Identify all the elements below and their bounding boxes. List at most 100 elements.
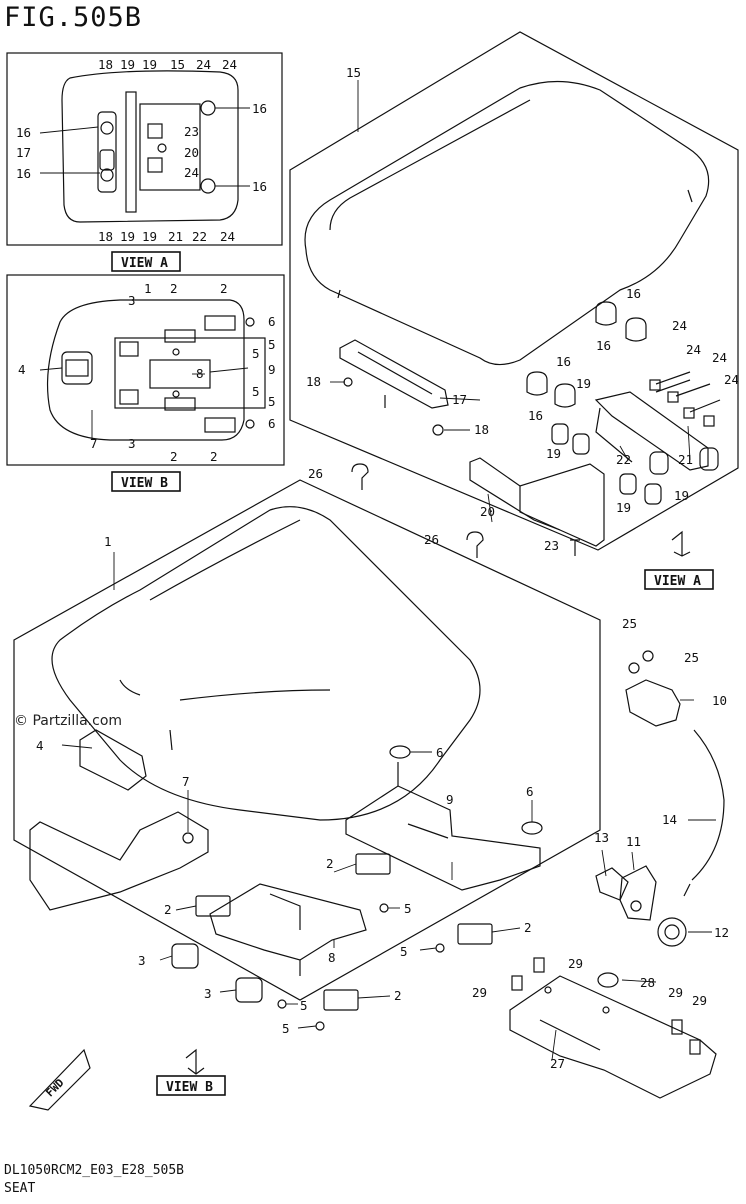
part-label: 6 — [436, 745, 444, 760]
part-label: 16 — [596, 338, 611, 353]
part-label: 11 — [626, 834, 641, 849]
cushions-16 — [526, 301, 647, 408]
part-label: 5 — [300, 998, 308, 1013]
part-label: 19 — [120, 57, 135, 72]
figure-title: FIG.505B — [4, 2, 143, 33]
fwd-arrow — [28, 1048, 91, 1111]
part-label: 24 — [724, 372, 739, 387]
view-a-seat-underside — [61, 70, 239, 223]
view-a-callout-box — [644, 569, 714, 590]
part-label: 26 — [424, 532, 439, 547]
plate-9 — [345, 762, 541, 891]
part-label: 3 — [138, 953, 146, 968]
part-label: 16 — [252, 101, 267, 116]
lock-bracket-10 — [625, 650, 681, 727]
part-label: 2 — [164, 902, 172, 917]
main-seat-cushion — [51, 506, 481, 821]
part-label: 9 — [268, 362, 276, 377]
part-label: 24 — [672, 318, 687, 333]
part-label: 22 — [616, 452, 631, 467]
part-label: 2 — [170, 449, 178, 464]
part-label: 6 — [526, 784, 534, 799]
plate-11 — [619, 865, 657, 921]
part-label: 1 — [104, 534, 112, 549]
part-label: 4 — [36, 738, 44, 753]
part-label: 5 — [400, 944, 408, 959]
part-label: 5 — [252, 384, 260, 399]
part-label: 15 — [170, 57, 185, 72]
part-label: 7 — [90, 436, 98, 451]
part-label: 5 — [282, 1021, 290, 1036]
pillion-seat-bracket-17 — [339, 339, 449, 409]
part-label: 19 — [142, 229, 157, 244]
plate-8 — [209, 883, 367, 976]
part-label: 5 — [268, 337, 276, 352]
bolts-29 — [511, 957, 701, 1055]
part-label: 5 — [404, 901, 412, 916]
view-a-inset-label: VIEW A — [121, 256, 168, 271]
part-label: 18 — [306, 374, 321, 389]
part-label: 8 — [196, 366, 204, 381]
part-label: 29 — [568, 956, 583, 971]
bracket-27 — [509, 975, 717, 1099]
part-label: 5 — [252, 346, 260, 361]
part-label: 4 — [18, 362, 26, 377]
part-label: 25 — [622, 616, 637, 631]
part-label: 24 — [220, 229, 235, 244]
part-label: 6 — [268, 314, 276, 329]
lock-12 — [657, 917, 687, 947]
part-label: 10 — [712, 693, 727, 708]
part-label: 3 — [128, 436, 136, 451]
fastener-26-upper — [351, 463, 369, 490]
part-label: 16 — [16, 166, 31, 181]
part-label: 19 — [674, 488, 689, 503]
bracket-20 — [469, 457, 605, 547]
part-label: 8 — [328, 950, 336, 965]
part-label: 17 — [452, 392, 467, 407]
view-b-inset-label: VIEW B — [121, 476, 168, 491]
part-label: 15 — [346, 65, 361, 80]
bracket-4 — [79, 729, 147, 791]
part-label: 2 — [170, 281, 178, 296]
fwd-label: FWD — [43, 1076, 67, 1100]
part-label: 24 — [222, 57, 237, 72]
part-label: 28 — [640, 975, 655, 990]
part-label: 13 — [594, 830, 609, 845]
screw-23 — [570, 539, 580, 556]
part-label: 29 — [472, 985, 487, 1000]
view-b-inset-frame — [6, 274, 285, 466]
part-label: 19 — [616, 500, 631, 515]
blocks-3 — [171, 943, 263, 1003]
seat-frame-21 — [594, 391, 719, 475]
view-a-arrow — [671, 530, 691, 557]
part-label: 16 — [252, 179, 267, 194]
part-label: 24 — [686, 342, 701, 357]
part-label: 24 — [196, 57, 211, 72]
part-label: 20 — [480, 504, 495, 519]
view-a-callout-label: VIEW A — [654, 574, 701, 589]
part-label: 1 — [144, 281, 152, 296]
view-a-inset-frame — [6, 52, 283, 246]
view-a-inset-label-box — [111, 251, 181, 272]
part-label: 24 — [184, 165, 199, 180]
part-label: 22 — [192, 229, 207, 244]
cover-13 — [595, 867, 629, 901]
part-label: 16 — [556, 354, 571, 369]
part-label: 19 — [120, 229, 135, 244]
view-b-callout-box — [156, 1075, 226, 1096]
part-label: 23 — [184, 124, 199, 139]
pillion-seat-panel — [289, 31, 739, 551]
part-label: 3 — [204, 986, 212, 1001]
part-label: 2 — [326, 856, 334, 871]
clips-2 — [195, 853, 493, 1011]
cable-14 — [691, 729, 725, 881]
fastener-26-lower — [466, 531, 484, 558]
part-label: 23 — [544, 538, 559, 553]
part-label: 17 — [16, 145, 31, 160]
part-label: 2 — [220, 281, 228, 296]
part-label: 19 — [546, 446, 561, 461]
cushion-28 — [597, 972, 619, 988]
view-b-inset-label-box — [111, 471, 181, 492]
part-label: 20 — [184, 145, 199, 160]
